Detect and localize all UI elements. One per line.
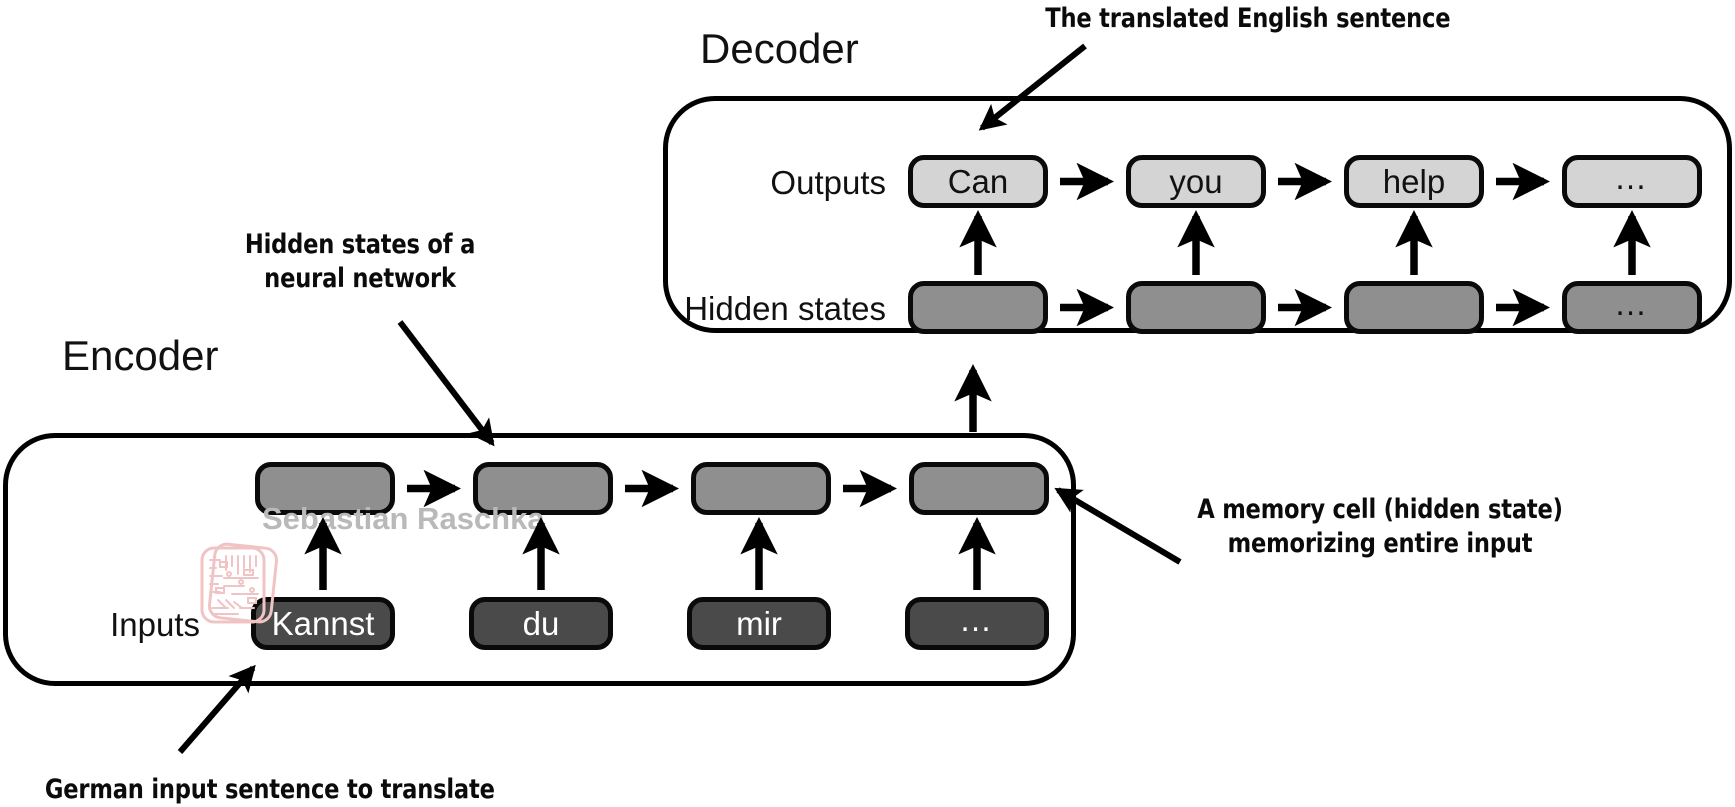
ellipsis-glyph: … [1614,285,1650,322]
annotation-line-1: A memory cell (hidden state) [1197,494,1563,525]
decoder-output-cell-2[interactable]: help [1344,155,1484,208]
encoder-hidden-cell-3[interactable] [909,462,1049,515]
annotation-hidden-states-nn: Hidden states of a neural network [244,228,476,296]
annotation-line-2: memorizing entire input [1227,528,1533,559]
encoder-input-cell-3[interactable]: … [905,597,1049,650]
encoder-input-cell-2[interactable]: mir [687,597,831,650]
leader-hidden-states-nn [397,320,495,447]
decoder-title: Decoder [700,25,859,72]
decoder-hidden-cell-0[interactable] [908,281,1048,334]
encoder-input-cell-0[interactable]: Kannst [251,597,395,650]
annotation-line-1: Hidden states of a [244,229,476,260]
decoder-hidden-cell-3[interactable]: … [1562,281,1702,334]
encoder-hidden-cell-2[interactable] [691,462,831,515]
row-label-hidden-states-decoder: Hidden states [684,290,886,327]
encoder-input-cell-1[interactable]: du [469,597,613,650]
ellipsis-glyph: … [1614,159,1650,196]
decoder-output-cell-3[interactable]: … [1562,155,1702,208]
encoder-hidden-cell-0[interactable] [255,462,395,515]
encoder-title: Encoder [62,332,219,379]
row-label-outputs: Outputs [770,164,886,201]
row-label-inputs: Inputs [110,606,200,643]
encoder-hidden-cell-1[interactable] [473,462,613,515]
watermark-text: Sebastian Raschka [262,501,545,536]
leader-memory-cell [1054,487,1182,565]
decoder-output-cell-1[interactable]: you [1126,155,1266,208]
annotation-translated-sentence: The translated English sentence [1045,3,1451,34]
decoder-hidden-cell-2[interactable] [1344,281,1484,334]
annotation-memory-cell: A memory cell (hidden state) memorizing … [1194,493,1566,561]
ellipsis-glyph: … [959,601,995,638]
annotation-line-2: neural network [264,263,456,294]
annotation-german-input: German input sentence to translate [44,774,495,805]
decoder-output-cell-0[interactable]: Can [908,155,1048,208]
decoder-hidden-cell-1[interactable] [1126,281,1266,334]
